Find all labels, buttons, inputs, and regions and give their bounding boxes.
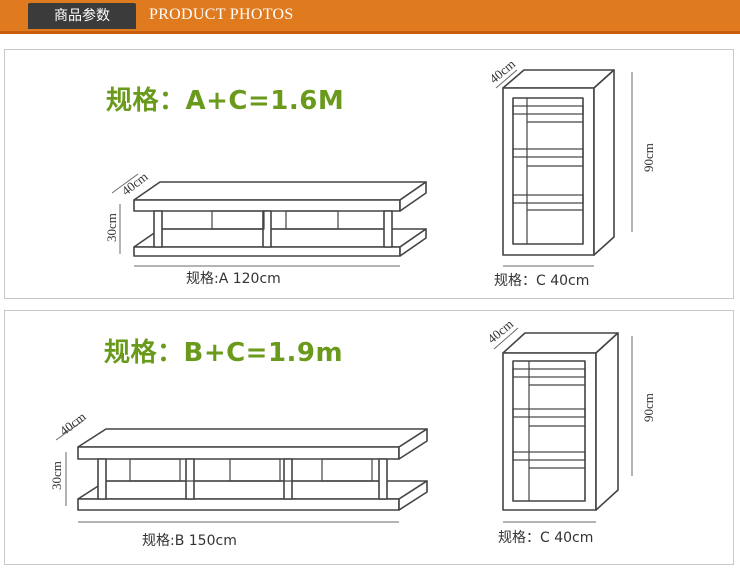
tv-stand-b-back-panel bbox=[229, 458, 281, 482]
shelf-b-opening bbox=[512, 360, 586, 502]
tv-stand-b-drawing bbox=[55, 419, 428, 523]
tv-stand-a-back-panel bbox=[285, 210, 339, 230]
formula-a: 规格：A+C=1.6M bbox=[106, 86, 345, 116]
tv-stand-b-post bbox=[283, 458, 293, 500]
tv-stand-a-bottom bbox=[133, 228, 427, 248]
tv-stand-a-bottom-front bbox=[133, 246, 401, 257]
tv-stand-b-bottom bbox=[77, 480, 428, 500]
tv-stand-a-back-panel bbox=[211, 210, 265, 230]
tv-stand-b-bottom-front bbox=[77, 498, 400, 511]
tv-stand-b-caption: 规格:B 150cm bbox=[142, 533, 237, 549]
tv-stand-b-post bbox=[185, 458, 195, 500]
tv-stand-b-back-panel bbox=[129, 458, 181, 482]
shelf-a-opening bbox=[512, 97, 584, 245]
tv-stand-b-height-label: 30cm bbox=[49, 461, 64, 490]
header-title: PRODUCT PHOTOS bbox=[149, 6, 294, 23]
tv-stand-b-post bbox=[378, 458, 388, 500]
shelf-a-side bbox=[593, 69, 615, 256]
tv-stand-a-drawing bbox=[111, 173, 427, 267]
tv-stand-b-bottom-side bbox=[398, 480, 428, 511]
formula-b: 规格：B+C=1.9m bbox=[104, 338, 344, 368]
tv-stand-a-top bbox=[133, 181, 427, 201]
header-bar: 商品参数 PRODUCT PHOTOS bbox=[0, 0, 740, 34]
tv-stand-b-top-side bbox=[398, 428, 428, 460]
tv-stand-b-top-front bbox=[77, 446, 400, 460]
shelf-b-height-label: 90cm bbox=[641, 393, 656, 422]
tv-stand-b-back-panel bbox=[321, 458, 373, 482]
tv-stand-b-depth-line bbox=[55, 419, 85, 441]
shelf-a-height-label: 90cm bbox=[641, 143, 656, 172]
tv-stand-a-top-front bbox=[133, 199, 401, 212]
shelf-a-drawing bbox=[495, 69, 633, 267]
shelf-b-drawing bbox=[493, 327, 633, 523]
shelf-a-caption: 规格：C 40cm bbox=[494, 273, 589, 289]
shelf-a-depth-line bbox=[495, 69, 518, 89]
tv-stand-a-bottom-side bbox=[399, 228, 427, 257]
shelf-b-side bbox=[595, 332, 619, 511]
shelf-b-depth-line bbox=[493, 327, 519, 350]
tv-stand-a-post bbox=[383, 210, 393, 248]
shelf-b-caption: 规格：C 40cm bbox=[498, 530, 593, 546]
tv-stand-b-top bbox=[77, 428, 428, 448]
tv-stand-a-post bbox=[153, 210, 163, 248]
shelf-b-depth-label: 40cm bbox=[484, 316, 516, 346]
tv-stand-b-depth-label: 40cm bbox=[57, 409, 89, 439]
tv-stand-a-depth-line bbox=[111, 173, 139, 194]
header-tag: 商品参数 bbox=[28, 3, 136, 29]
tv-stand-b-post bbox=[97, 458, 107, 500]
tv-stand-a-height-label: 30cm bbox=[104, 213, 119, 242]
tv-stand-a-top-side bbox=[399, 181, 427, 212]
tv-stand-a-caption: 规格:A 120cm bbox=[186, 271, 281, 287]
